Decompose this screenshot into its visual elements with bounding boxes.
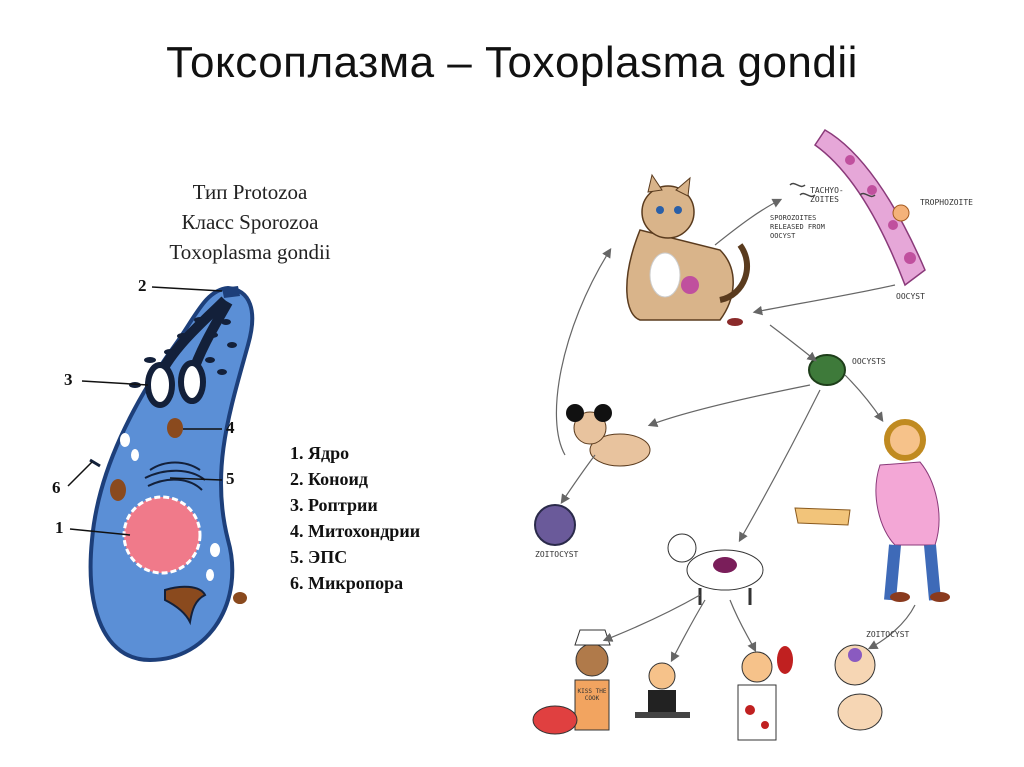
oocysts-illustration xyxy=(808,354,846,386)
mouse-illustration xyxy=(566,404,651,467)
label-zoitocyst-left: ZOITOCYST xyxy=(535,550,579,559)
label-tachyzoites: TACHYO-ZOITES xyxy=(810,186,844,204)
callout-4: 4 xyxy=(226,418,235,437)
cow-illustration xyxy=(667,533,764,605)
food-tray xyxy=(794,507,851,526)
callout-1: 1 xyxy=(55,518,64,537)
label-oocyst: OOCYST xyxy=(896,292,925,301)
endoplasmic-reticulum xyxy=(144,461,206,491)
label-sporozoites: SPOROZOITES RELEASED FROM OOCYST xyxy=(770,214,825,240)
rhoptry-bulb-left xyxy=(145,362,175,408)
nucleus xyxy=(122,495,202,575)
taxon-type: Тип Protozoa xyxy=(192,180,308,204)
callout-5: 5 xyxy=(226,469,235,488)
label-trophozoite: TROPHOZOITE xyxy=(920,198,973,207)
baby xyxy=(834,644,883,731)
toxoplasma-cell-diagram xyxy=(67,285,255,663)
callout-2: 2 xyxy=(138,276,147,295)
zoitocyst-left xyxy=(534,504,576,546)
mitochondrion-bottom xyxy=(231,590,249,606)
butcher xyxy=(737,646,793,741)
life-cycle-diagram xyxy=(532,129,950,741)
micropore xyxy=(89,458,101,468)
callout-6: 6 xyxy=(52,478,61,497)
cat-illustration xyxy=(626,173,751,326)
legend-item-micropore: 6. Микропора xyxy=(290,573,404,593)
legend-item-mitochondria: 4. Митохондрии xyxy=(290,521,421,541)
cycle-arrows xyxy=(555,198,916,663)
legend-item-nucleus: 1. Ядро xyxy=(290,443,350,463)
taxon-class: Класс Sporozoa xyxy=(181,210,319,234)
legend: 1. Ядро 2. Коноид 3. Роптрии 4. Митохонд… xyxy=(290,440,420,596)
legend-item-rhoptries: 3. Роптрии xyxy=(290,495,378,515)
page-title: Токсоплазма – Toxoplasma gondii xyxy=(166,38,858,87)
label-zoitocyst-right: ZOITOCYST xyxy=(866,630,910,639)
callout-3: 3 xyxy=(64,370,73,389)
conoid xyxy=(222,286,240,298)
woman-illustration xyxy=(875,419,950,602)
mitochondrion-upper xyxy=(167,418,183,438)
legend-item-er: 5. ЭПС xyxy=(290,547,348,567)
taxon-species: Toxoplasma gondii xyxy=(169,240,331,264)
intestinal-epithelium xyxy=(813,129,926,287)
person-eating xyxy=(635,662,690,718)
callout-lines xyxy=(67,286,223,536)
golgi-body xyxy=(164,585,207,626)
sporozoites xyxy=(789,182,876,198)
rhoptry-bulb-right xyxy=(178,360,206,404)
small-vesicles xyxy=(120,433,220,581)
chef-with-grill xyxy=(532,629,611,735)
label-apron: KISS THE COOK xyxy=(577,688,607,702)
legend-item-conoid: 2. Коноид xyxy=(290,469,369,489)
micronemes xyxy=(129,317,237,388)
mitochondrion-lower xyxy=(110,479,126,501)
label-oocysts: OOCYSTS xyxy=(852,357,886,366)
